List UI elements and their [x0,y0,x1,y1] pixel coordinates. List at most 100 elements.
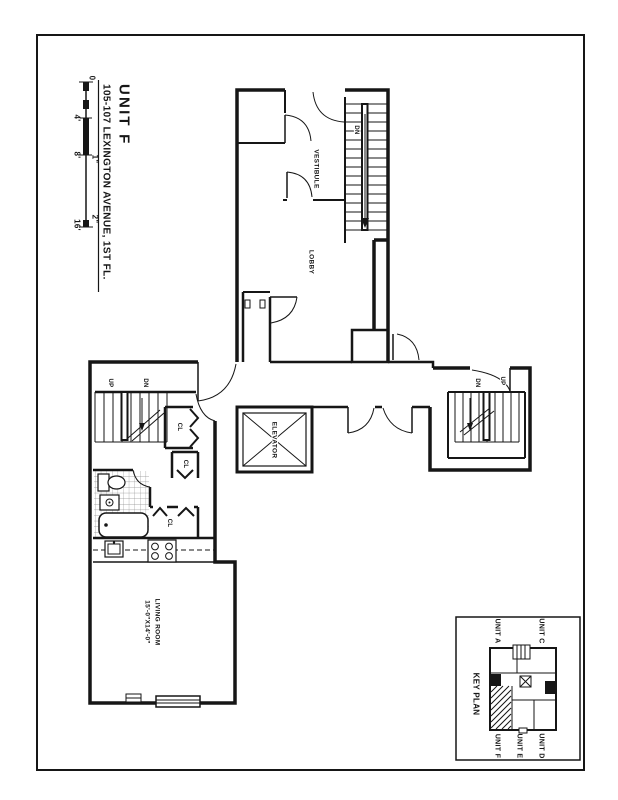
sink-drain [108,501,111,504]
toilet-tank [97,473,110,492]
unit-title: UNIT F [116,84,133,146]
stair-arrow-head [467,423,473,431]
closet-label: CL [176,423,182,432]
door-jamb [259,299,266,309]
mini-left-stair [491,674,501,686]
door-arcs [284,114,313,198]
scale-16ft-label: 16' [73,219,82,231]
left-stairs-up-label: UP [107,379,113,388]
stove-burner [165,542,173,551]
scale-segment [83,82,89,91]
key-plan-unit-c-label: UNIT C [538,618,545,643]
right-staircase: DN UP [447,375,526,459]
hall-door-arc [195,393,216,422]
corridor-right-door-arc [396,333,420,361]
bathroom [94,469,151,538]
top-block-exterior-walls [235,88,390,362]
corridor-door-arc [197,363,237,402]
key-plan-unit-a-label: UNIT A [494,619,501,644]
closet-label: CL [166,519,172,528]
vestibule: VESTIBULE [284,91,345,198]
floor-plan: DN VESTIBULE LOBBY [88,88,532,708]
left-wing: UP DN CL CL CL LIVING ROO [88,360,237,708]
scale-0-label: 0 [88,76,97,81]
double-door-arcs [347,407,413,434]
scale-2in-label: 2" [91,215,100,224]
corridor [197,333,435,434]
living-room-label: LIVING ROOM [154,599,161,646]
mini-right-stair [545,681,555,694]
stair-break-lines [459,407,495,436]
key-plan-unit-f-label: UNIT F [494,734,501,759]
mini-elevator [519,675,532,688]
key-plan-title: KEY PLAN [472,673,481,716]
living-room-dims: 15'-0"X14'-0" [144,600,151,644]
key-plan: KEY PLAN UNIT A UNIT C UNIT F UNIT E UNI… [455,616,581,761]
elevator-outer-wall [235,405,314,474]
entry-stairs-dn-label: DN [353,125,359,134]
window-bay [155,695,201,708]
stove [147,539,177,563]
toilet-bowl [107,475,126,490]
scale-segment [83,118,89,155]
kitchen-sink-basin [107,543,121,555]
key-plan-border [455,616,581,761]
key-plan-unit-d-label: UNIT D [538,733,545,758]
address-subtitle: 105-107 LEXINGTON AVENUE, 1ST FL. [101,84,112,280]
key-plan-mini-map [489,644,557,734]
corridor-walls [270,360,435,409]
mini-unit-dividers [490,648,556,730]
elevator-label: ELEVATOR [271,422,278,459]
top-block: DN VESTIBULE LOBBY [235,88,390,364]
lobby-alcove-walls [241,292,272,362]
scale-segment [83,220,89,227]
key-plan-unit-e-label: UNIT E [516,734,523,759]
scale-segment [83,100,89,109]
lobby-closet [350,328,390,364]
title-block: UNIT F 105-107 LEXINGTON AVENUE, 1ST FL. [97,80,133,292]
closet-label: CL [182,460,188,469]
stair-break-lines [127,409,165,442]
drawing-border [36,34,585,771]
lobby-door-arc [270,296,298,324]
door-jamb [244,299,251,309]
left-staircase: UP DN [94,377,168,443]
left-stairs-dn-label: DN [142,378,148,387]
kitchen-sink [104,540,124,558]
stove-burner [151,542,159,551]
stair-treads [94,392,168,443]
sink-basin [105,498,114,507]
stove-burner [151,552,159,560]
right-wing: DN UP [428,366,532,472]
door-leaves [284,115,288,198]
elevator-cab [242,412,307,467]
unit-f-hatch [490,685,512,730]
stove-burner [165,552,173,560]
right-stairs-up-label: UP [499,377,505,386]
stair-newel [482,391,491,441]
living-room: LIVING ROOM 15'-0"X14'-0" [125,597,201,708]
scale-1in-label: 1" [91,155,100,164]
entry-door-arc [312,91,345,123]
left-wing-interior-walls [93,390,215,540]
scale-4ft-label: 4' [73,115,82,122]
stair-arrow-head [361,218,369,228]
mini-notch [518,727,528,734]
closets: CL CL CL [165,422,189,529]
mini-elevator-cross [519,675,532,688]
stair-newel [120,391,129,441]
scale-bar: 0 4' 8' 1" 16' 2" [73,76,100,231]
closet-bifold-doors [152,408,200,517]
bathroom-door-arc [132,469,151,488]
vestibule-label: VESTIBULE [313,149,320,189]
elevator-shaft: ELEVATOR [235,405,314,474]
top-block-interior-walls [237,90,346,243]
kitchen-faucet [112,541,116,544]
double-door-leaves [347,407,413,433]
stair-arrow-head [139,423,145,431]
window-panes [156,699,200,704]
lobby-label: LOBBY [308,250,315,275]
elevator-cross [242,412,307,467]
scale-8ft-label: 8' [73,152,82,159]
